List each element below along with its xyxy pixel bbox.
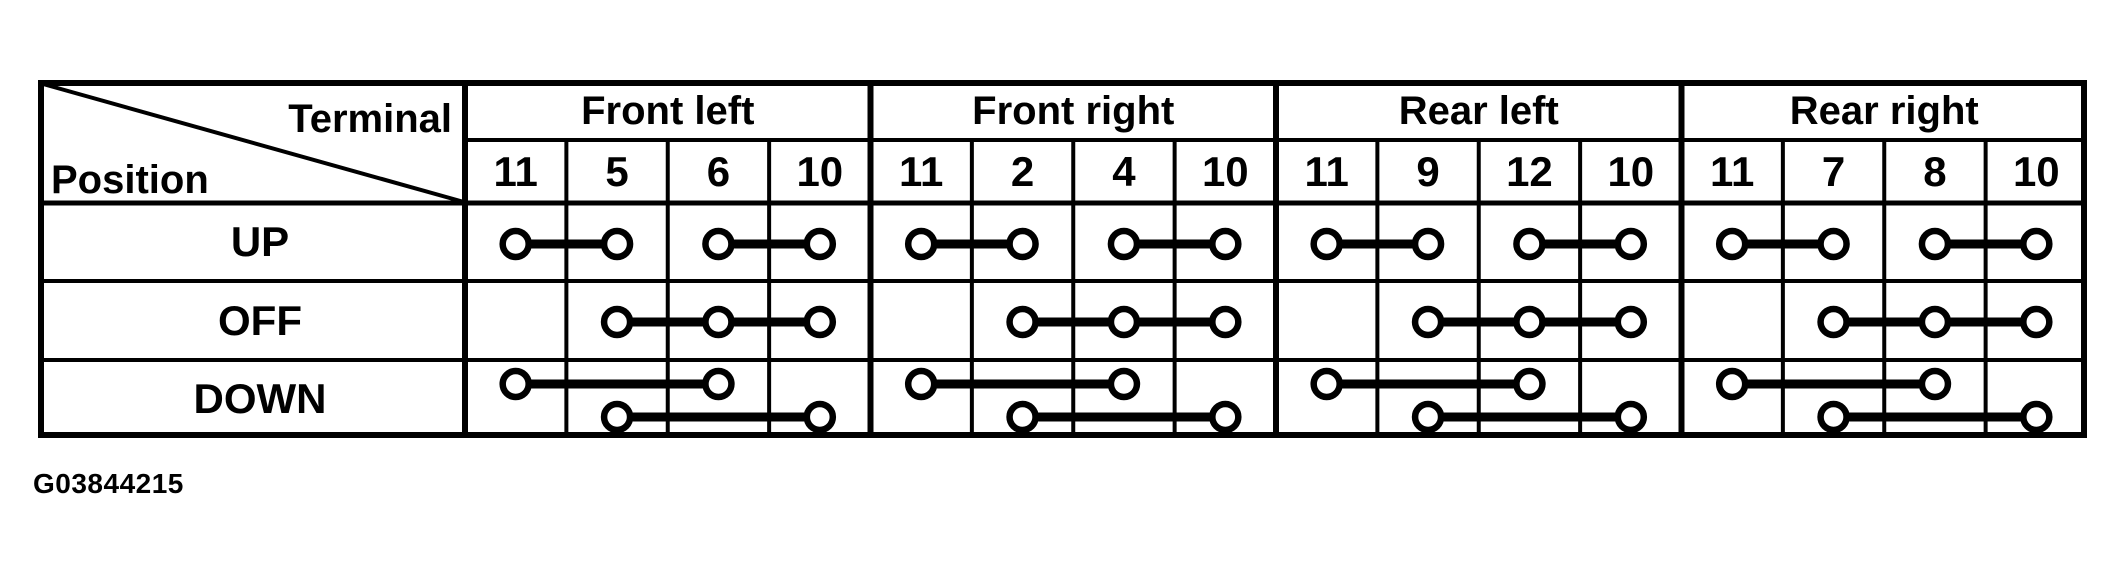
contact-circle	[1209, 305, 1242, 339]
terminal-header-cell: 10	[2012, 147, 2060, 195]
contact-circle	[1817, 305, 1850, 339]
terminal-header-cell: 11	[1709, 147, 1755, 195]
contact-circle	[1817, 227, 1850, 261]
terminal-header-cell: 10	[796, 147, 844, 195]
contact-circle	[904, 367, 938, 401]
contact-circle	[600, 400, 634, 434]
terminal-header-cell: 7	[1821, 147, 1846, 195]
group-header-row: Front left Front right Rear left Rear ri…	[465, 82, 2087, 140]
contact-circle	[1209, 400, 1242, 434]
group-header-rear-right: Rear right	[1789, 88, 1979, 133]
terminal-header-cell: 10	[1201, 147, 1249, 195]
table-outer-border	[38, 80, 2087, 438]
contact-circle	[1513, 367, 1546, 401]
contact-circle	[702, 305, 735, 339]
contact-circle	[1817, 400, 1850, 434]
contact-circle	[2020, 227, 2053, 261]
terminal-header-cell: 12	[1506, 147, 1553, 195]
contact-circle	[1614, 400, 1648, 434]
terminal-header-cell: 5	[605, 147, 629, 195]
contact-circle	[803, 400, 837, 434]
terminal-header-cell: 2	[1010, 147, 1035, 195]
contact-circle	[1411, 305, 1445, 339]
group-header-rear-left: Rear left	[1398, 88, 1559, 133]
terminal-header-cell: 11	[1304, 147, 1349, 195]
contact-circle	[2020, 400, 2053, 434]
terminal-header-cell: 9	[1416, 147, 1440, 195]
contact-circle	[1918, 227, 1952, 261]
terminal-header-cell: 11	[898, 147, 944, 195]
group-header-front-left: Front left	[581, 88, 755, 133]
contact-circle	[1006, 400, 1039, 434]
contact-circle	[1715, 367, 1749, 401]
position-row-label-off: OFF	[218, 297, 302, 344]
contact-circle	[1513, 305, 1546, 339]
contact-circle	[1006, 305, 1039, 339]
contact-circle	[1107, 367, 1141, 401]
contact-circle	[600, 227, 634, 261]
contact-circles	[499, 227, 2053, 434]
contact-circle	[1209, 227, 1242, 261]
terminal-header-cell: 6	[706, 147, 731, 195]
contact-circle	[499, 227, 532, 261]
contact-circle	[600, 305, 634, 339]
contact-circle	[499, 367, 532, 401]
contact-circle	[1918, 305, 1952, 339]
terminal-header-cell: 4	[1112, 147, 1136, 195]
contact-circle	[1513, 227, 1546, 261]
contact-circle	[1614, 227, 1648, 261]
position-row-label-up: UP	[230, 218, 290, 265]
corner-terminal-label: Terminal	[288, 97, 452, 141]
terminal-header-cell: 10	[1607, 147, 1655, 195]
contact-circle	[1107, 227, 1141, 261]
contact-circle	[1310, 227, 1343, 261]
contact-circle	[2020, 305, 2053, 339]
contact-circle	[1107, 305, 1141, 339]
contact-circle	[904, 227, 938, 261]
group-header-front-right: Front right	[972, 88, 1175, 133]
terminal-header-cell: 8	[1923, 147, 1947, 195]
position-row-label-down: DOWN	[193, 375, 327, 422]
contact-circle	[1411, 400, 1445, 434]
contact-circle	[1614, 305, 1648, 339]
corner-position-label: Position	[51, 158, 209, 202]
corner-diagonal-line	[42, 82, 465, 204]
figure-id: G03844215	[33, 468, 184, 499]
contact-circle	[803, 227, 837, 261]
contact-circle	[702, 367, 735, 401]
terminal-header-cell: 11	[493, 147, 538, 195]
contact-circle	[1411, 227, 1445, 261]
continuity-lines	[515, 239, 2037, 422]
contact-circle	[1310, 367, 1343, 401]
contact-circle	[803, 305, 837, 339]
contact-circle	[1918, 367, 1952, 401]
terminal-header-row: 11 5 6 10 11 2 4 10 11 9 12 10 11 7 8 10	[465, 140, 2087, 203]
contact-circle	[702, 227, 735, 261]
contact-circle	[1715, 227, 1749, 261]
contact-circle	[1006, 227, 1039, 261]
